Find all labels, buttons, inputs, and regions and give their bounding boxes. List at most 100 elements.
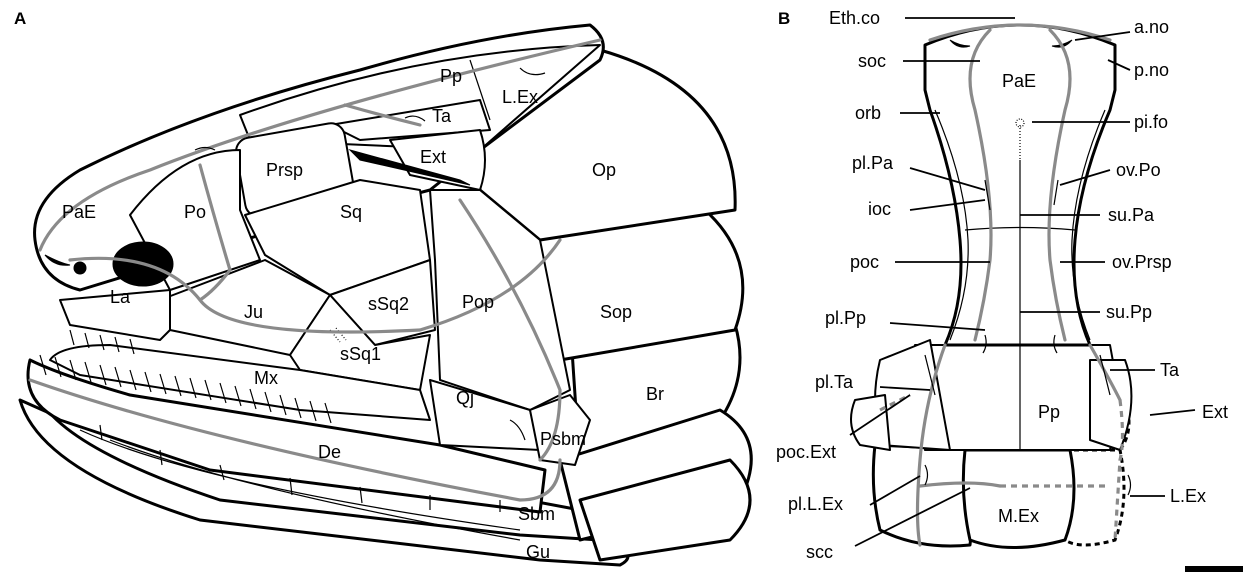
label-ta-b: Ta [1160, 360, 1180, 380]
label-plpa: pl.Pa [852, 153, 894, 173]
right-lateral-canal-dashed [1113, 399, 1125, 541]
label-ano: a.no [1134, 17, 1169, 37]
label-de: De [318, 442, 341, 462]
label-pno: p.no [1134, 60, 1169, 80]
supraorbital-canal-right [1047, 28, 1072, 342]
label-la: La [110, 287, 131, 307]
parietal-transverse-suture [964, 226, 1076, 231]
right-orbit-margin [1071, 109, 1106, 341]
label-mex: M.Ex [998, 506, 1039, 526]
label-op: Op [592, 160, 616, 180]
anterior-nostril-left [949, 39, 971, 48]
pit-line-ta-right [1099, 354, 1111, 396]
label-qj: Qj [456, 388, 474, 408]
sensory-canal-preopercular [458, 198, 562, 462]
lateral-extrascapular-right [1064, 448, 1126, 547]
label-scc: scc [806, 542, 833, 562]
supratemporal-commissure [918, 481, 1002, 488]
dentary-bone [26, 358, 547, 514]
tabular-bone [329, 99, 491, 141]
label-po: Po [184, 202, 206, 222]
panel-label-b: B [778, 9, 790, 28]
supraorbital-canal-left [968, 28, 993, 342]
preopercular-bone [429, 189, 571, 411]
pit-line-lex-right [1127, 474, 1132, 496]
label-br: Br [646, 384, 664, 404]
label-ext: Ext [420, 147, 446, 167]
label-psbm: Psbm [540, 429, 586, 449]
lateral-extrascapular-left [871, 443, 982, 548]
label-ovprsp: ov.Prsp [1112, 252, 1172, 272]
label-pocext: poc.Ext [776, 442, 836, 462]
pit-line-plpp-left [982, 334, 987, 354]
label-ethco: Eth.co [829, 8, 880, 28]
pit-line-plpp-right [1053, 334, 1058, 354]
pit-line-ta [404, 115, 426, 122]
pit-line-lex-left [924, 464, 929, 486]
label-pp-b: Pp [1038, 402, 1060, 422]
panel-b-labels: B Eth.co a.no soc PaE p.no orb pi.fo pl.… [776, 8, 1228, 562]
label-ju: Ju [244, 302, 263, 322]
lower-branchiostegals-2 [578, 458, 752, 562]
label-orb: orb [855, 103, 881, 123]
tabular-right [1089, 359, 1133, 451]
postsubmandibular-bone [529, 394, 591, 466]
label-sop: Sop [600, 302, 632, 322]
label-mx: Mx [254, 368, 278, 388]
label-ext-b: Ext [1202, 402, 1228, 422]
panel-a-lateral-view [18, 23, 753, 567]
pit-line-plpa-left [984, 179, 991, 211]
label-lex: L.Ex [502, 87, 538, 107]
pit-line-psbm [509, 419, 526, 441]
label-pp: Pp [440, 66, 462, 86]
label-pllex: pl.L.Ex [788, 494, 843, 514]
pit-line-ta-left [924, 354, 936, 396]
label-supp: su.Pp [1106, 302, 1152, 322]
scale-bar [1185, 566, 1243, 572]
label-lex-b: L.Ex [1170, 486, 1206, 506]
label-supa: su.Pa [1108, 205, 1155, 225]
panel-label-a: A [14, 9, 26, 28]
label-sbm: Sbm [518, 504, 555, 524]
lacrimal-bone [59, 289, 171, 341]
right-lateral-canal [1088, 343, 1122, 402]
sensory-canal-infraorbital [68, 238, 562, 334]
label-ioc: ioc [868, 199, 891, 219]
label-gu: Gu [526, 542, 550, 562]
label-poc: poc [850, 252, 879, 272]
label-plpp: pl.Pp [825, 308, 866, 328]
label-ssq2: sSq2 [368, 294, 409, 314]
label-sq: Sq [340, 202, 362, 222]
label-soc: soc [858, 51, 886, 71]
spiracle-slit [348, 149, 471, 186]
sensory-canal-postorbital [198, 163, 232, 302]
left-orbit-margin [934, 109, 969, 341]
left-lateral-canal [915, 343, 947, 547]
label-pop: Pop [462, 292, 494, 312]
panel-b-leaders [849, 17, 1196, 547]
panel-b-dorsal-view [850, 23, 1133, 549]
gular-stripes [79, 429, 521, 541]
extratemporal-left [850, 394, 891, 451]
panel-a-labels: A Pp L.Ex Ta Ext Op Prsp Sq PaE Po Ju sS… [14, 9, 664, 562]
label-pae: PaE [62, 202, 96, 222]
label-pae-b: PaE [1002, 71, 1036, 91]
sensory-canal-supratemporal [343, 103, 422, 127]
pit-line-pp [519, 67, 546, 76]
label-ta: Ta [432, 106, 452, 126]
pit-line-po [194, 146, 216, 151]
label-ssq1: sSq1 [340, 344, 381, 364]
posterior-nostril [73, 261, 87, 275]
label-pifo: pi.fo [1134, 112, 1168, 132]
maxilla-bone [49, 344, 431, 421]
anterior-nostril [44, 254, 71, 266]
label-plta: pl.Ta [815, 372, 854, 392]
pit-line-plpa-right [1053, 179, 1059, 206]
maxilla-teeth [39, 329, 332, 424]
median-extrascapular [961, 448, 1076, 549]
ethmoid-commissure [928, 23, 1112, 42]
subopercular-bone [518, 208, 745, 362]
label-ovpo: ov.Po [1116, 160, 1161, 180]
pineal-foramen [1015, 118, 1025, 128]
